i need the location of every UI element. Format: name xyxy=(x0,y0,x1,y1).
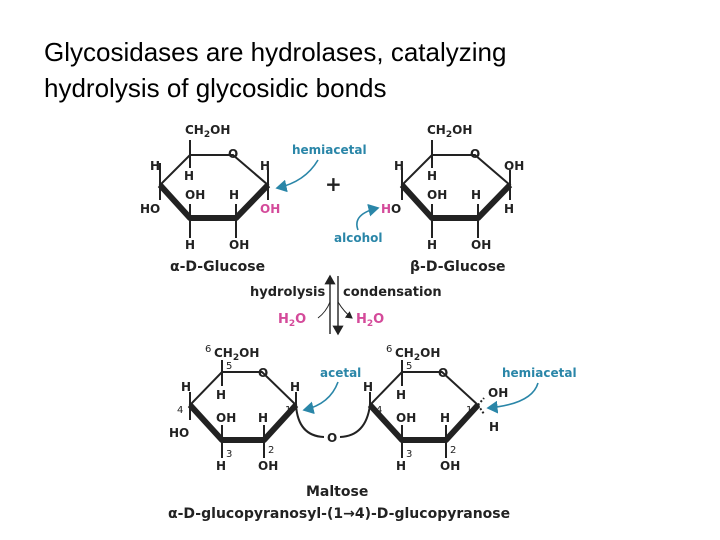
h-label: H xyxy=(396,459,406,473)
hemiacetal-arrow-bottom xyxy=(486,382,539,414)
maltose-left-ring: 6 CH2OH 5 O H H H 4 1 OH H HO 3 2 H OH xyxy=(169,344,300,473)
oh-label: OH xyxy=(229,238,249,252)
water-right: H2O xyxy=(356,312,384,329)
maltose-right-ring: 6 CH2OH 5 O H H 4 1 OH H OH H 3 2 H OH xyxy=(363,344,508,473)
oh-label: OH xyxy=(471,238,491,252)
carbon-3-label: 3 xyxy=(406,449,412,460)
carbon-6-label: 6 xyxy=(205,344,211,355)
h-label: H xyxy=(394,159,404,173)
carbon-6-label: 6 xyxy=(386,344,392,355)
anomeric-h-label: H xyxy=(489,420,499,434)
h-label: H xyxy=(290,380,300,394)
h-label: H xyxy=(216,459,226,473)
oh-label: OH xyxy=(258,459,278,473)
h-label: H xyxy=(260,159,270,173)
ch2oh-label: CH2OH xyxy=(427,123,472,140)
h-label: H xyxy=(440,411,450,425)
h-label: H xyxy=(150,159,160,173)
alpha-glucose-ring: CH2OH O H H H OH H HO OH H OH α-D-Glucos… xyxy=(140,123,280,275)
h-label: H xyxy=(181,380,191,394)
carbon-5-label: 5 xyxy=(406,361,412,372)
alcohol-label: alcohol xyxy=(334,231,382,245)
carbon-3-label: 3 xyxy=(226,449,232,460)
h-label: H xyxy=(258,411,268,425)
slide-title: Glycosidases are hydrolases, catalyzing … xyxy=(44,34,684,106)
oh-label: OH xyxy=(440,459,460,473)
oh-label: OH xyxy=(216,411,236,425)
ch2oh-label: CH2OH xyxy=(214,346,259,363)
ring-oxygen: O xyxy=(258,366,268,380)
carbon-4-label: 4 xyxy=(376,405,382,416)
water-left: H2O xyxy=(278,312,306,329)
carbon-4-label: 4 xyxy=(177,405,183,416)
glycosidic-oxygen: O xyxy=(327,431,337,445)
alcohol-arrow xyxy=(356,203,380,231)
anomeric-oh-label: OH xyxy=(260,202,280,216)
oh-label: OH xyxy=(504,159,524,173)
acetal-label: acetal xyxy=(320,366,361,380)
beta-glucose-name: β-D-Glucose xyxy=(410,259,506,275)
ring-oxygen: O xyxy=(228,147,238,161)
ring-oxygen: O xyxy=(470,147,480,161)
ho-label: HO xyxy=(169,426,189,440)
h-label: H xyxy=(216,388,226,402)
carbon-1-label: 1 xyxy=(466,405,472,416)
carbon-2-label: 2 xyxy=(268,445,274,456)
ho-label: HO xyxy=(140,202,160,216)
ch2oh-label: CH2OH xyxy=(185,123,230,140)
hemiacetal-arrow-top xyxy=(275,159,319,193)
hemiacetal-label-bottom: hemiacetal xyxy=(502,366,577,380)
anomeric-oh-label: OH xyxy=(488,386,508,400)
maltose-name: Maltose xyxy=(306,484,368,500)
alcohol-oh-label: HO xyxy=(381,202,401,216)
plus-sign: + xyxy=(325,172,342,196)
carbon-2-label: 2 xyxy=(450,445,456,456)
h-label: H xyxy=(363,380,373,394)
h-label: H xyxy=(427,238,437,252)
oh-label: OH xyxy=(185,188,205,202)
h-label: H xyxy=(185,238,195,252)
hemiacetal-label-top: hemiacetal xyxy=(292,143,367,157)
h-label: H xyxy=(471,188,481,202)
glycosidic-bond: O xyxy=(295,404,371,445)
h-label: H xyxy=(427,169,437,183)
title-line-2: hydrolysis of glycosidic bonds xyxy=(44,73,387,103)
h-label: H xyxy=(396,388,406,402)
acetal-arrow xyxy=(302,381,339,415)
carbon-1-label: 1 xyxy=(285,405,291,416)
hydrolysis-label: hydrolysis xyxy=(250,285,326,300)
alpha-glucose-name: α-D-Glucose xyxy=(170,259,265,275)
ch2oh-label: CH2OH xyxy=(395,346,440,363)
h-label: H xyxy=(229,188,239,202)
maltose-systematic-name: α-D-glucopyranosyl-(1→4)-D-glucopyranose xyxy=(168,506,510,522)
carbon-5-label: 5 xyxy=(226,361,232,372)
h-label: H xyxy=(504,202,514,216)
title-line-1: Glycosidases are hydrolases, catalyzing xyxy=(44,37,507,67)
h-label: H xyxy=(184,169,194,183)
ring-oxygen: O xyxy=(438,366,448,380)
condensation-label: condensation xyxy=(343,285,442,300)
oh-label: OH xyxy=(396,411,416,425)
reaction-arrows: hydrolysis condensation H2O H2O xyxy=(250,274,442,336)
oh-label: OH xyxy=(427,188,447,202)
beta-glucose-ring: CH2OH O H H OH OH H HO H H OH β-D-Glucos… xyxy=(381,123,524,275)
